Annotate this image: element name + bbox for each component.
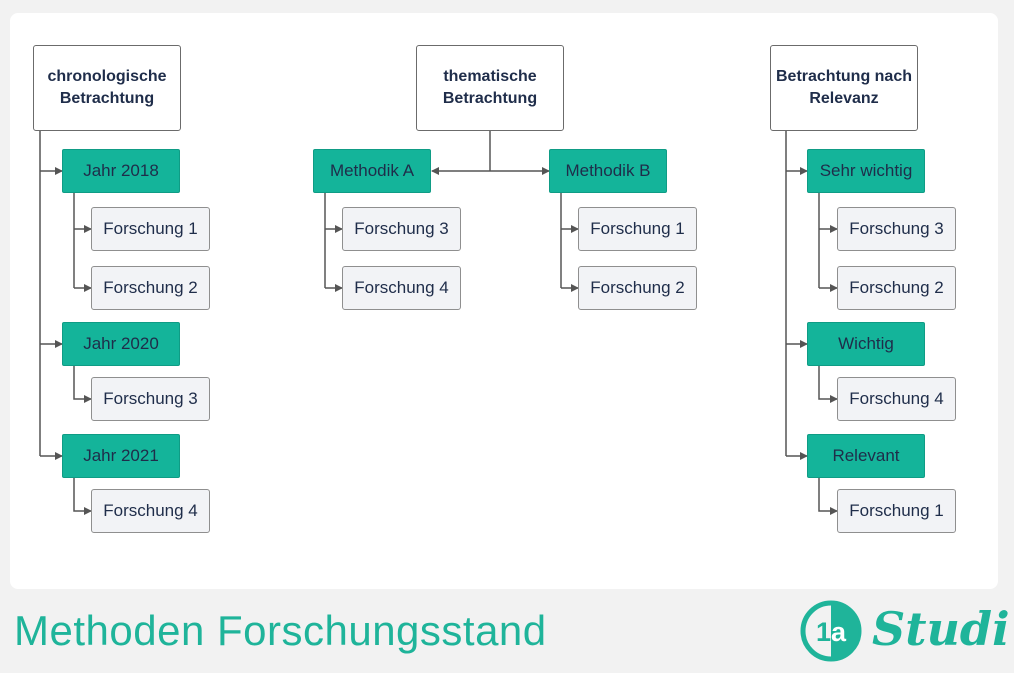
root-relevance: Betrachtung nach Relevanz (770, 45, 918, 131)
leaf-item: Forschung 3 (342, 207, 461, 251)
brand-logo: 1a 1a Studi (800, 598, 1010, 662)
group-methodik-a: Methodik A (313, 149, 431, 193)
group-relevant: Relevant (807, 434, 925, 478)
logo-number-overlay: 1a (816, 617, 847, 647)
group-methodik-b: Methodik B (549, 149, 667, 193)
page-title: Methoden Forschungsstand (14, 607, 547, 654)
leaf-item: Forschung 3 (837, 207, 956, 251)
root-thematic: thematische Betrachtung (416, 45, 564, 131)
leaf-item: Forschung 2 (91, 266, 210, 310)
leaf-item: Forschung 3 (91, 377, 210, 421)
group-jahr-2018: Jahr 2018 (62, 149, 180, 193)
leaf-item: Forschung 4 (837, 377, 956, 421)
leaf-item: Forschung 4 (342, 266, 461, 310)
group-jahr-2021: Jahr 2021 (62, 434, 180, 478)
logo-number: 1a (816, 617, 847, 647)
leaf-item: Forschung 1 (91, 207, 210, 251)
logo-text: Studi (872, 602, 1010, 656)
group-sehr-wichtig: Sehr wichtig (807, 149, 925, 193)
leaf-item: Forschung 4 (91, 489, 210, 533)
leaf-item: Forschung 2 (578, 266, 697, 310)
leaf-item: Forschung 1 (837, 489, 956, 533)
leaf-item: Forschung 1 (578, 207, 697, 251)
root-chronological: chronologische Betrachtung (33, 45, 181, 131)
group-jahr-2020: Jahr 2020 (62, 322, 180, 366)
logo-mark-icon: 1a 1a (800, 600, 862, 662)
leaf-item: Forschung 2 (837, 266, 956, 310)
group-wichtig: Wichtig (807, 322, 925, 366)
